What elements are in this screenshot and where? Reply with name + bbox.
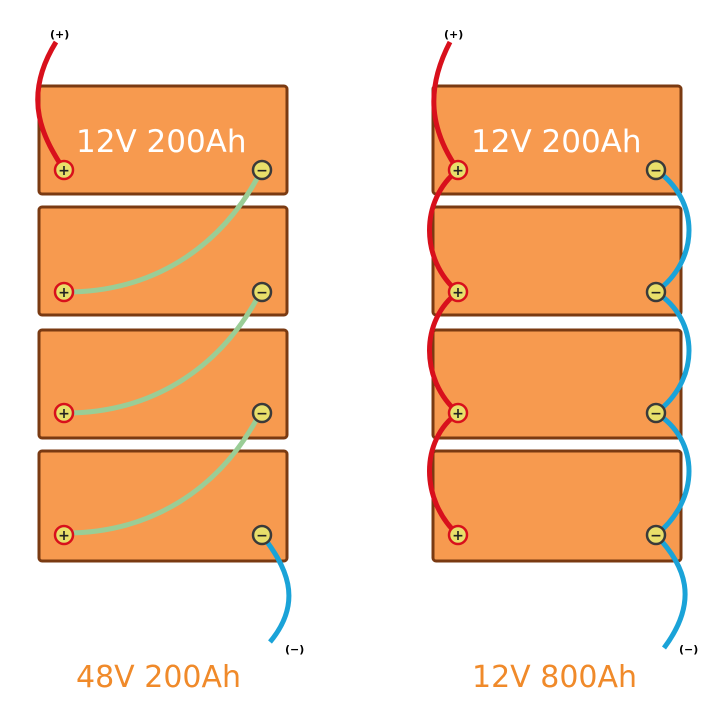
series-link-wire [65,171,263,295]
positive-terminal: + [447,524,469,546]
positive-terminal: + [447,281,469,303]
svg-text:−: − [650,163,662,179]
svg-text:−: − [256,528,268,544]
svg-text:−: − [256,163,268,179]
negative-wire [654,167,692,650]
svg-text:+: + [452,163,464,179]
right-bank-caption: 12V 800Ah [472,660,638,695]
negative-terminal: − [645,524,667,546]
negative-wire [260,533,292,644]
positive-terminal: + [53,281,75,303]
negative-terminal: − [251,159,273,181]
battery-rating-label: 12V 200Ah [76,124,247,160]
svg-text:+: + [58,163,70,179]
svg-text:+: + [58,528,70,544]
positive-polarity-label: (+) [50,28,70,41]
battery [37,84,289,196]
battery [37,449,289,563]
battery [431,84,683,196]
battery-rating-label: 12V 200Ah [471,124,642,160]
battery [431,205,683,317]
svg-text:−: − [650,406,662,422]
positive-wire [427,40,461,537]
positive-terminal: + [447,402,469,424]
left-series-bank: + − + − + − + − [35,40,292,644]
svg-text:−: − [256,406,268,422]
series-link-wire [65,411,263,536]
positive-terminal: + [53,524,75,546]
negative-terminal: − [251,281,273,303]
svg-text:+: + [58,406,70,422]
negative-terminal: − [645,281,667,303]
svg-text:−: − [650,528,662,544]
battery [37,205,289,317]
battery [431,449,683,563]
svg-text:−: − [256,285,268,301]
left-bank-caption: 48V 200Ah [76,660,242,695]
battery [37,328,289,440]
svg-text:+: + [452,528,464,544]
negative-terminal: − [251,402,273,424]
svg-text:+: + [452,285,464,301]
negative-terminal: − [251,524,273,546]
negative-terminal: − [645,402,667,424]
negative-polarity-label: (−) [679,643,699,656]
svg-text:+: + [452,406,464,422]
positive-polarity-label: (+) [444,28,464,41]
positive-terminal: + [53,402,75,424]
svg-text:−: − [650,285,662,301]
negative-terminal: − [645,159,667,181]
negative-polarity-label: (−) [285,643,305,656]
series-link-wire [65,291,263,416]
battery [431,328,683,440]
right-parallel-bank: + − + − + − + − [427,40,692,650]
positive-terminal: + [447,159,469,181]
positive-terminal: + [53,159,75,181]
svg-text:+: + [58,285,70,301]
positive-wire [35,40,67,172]
